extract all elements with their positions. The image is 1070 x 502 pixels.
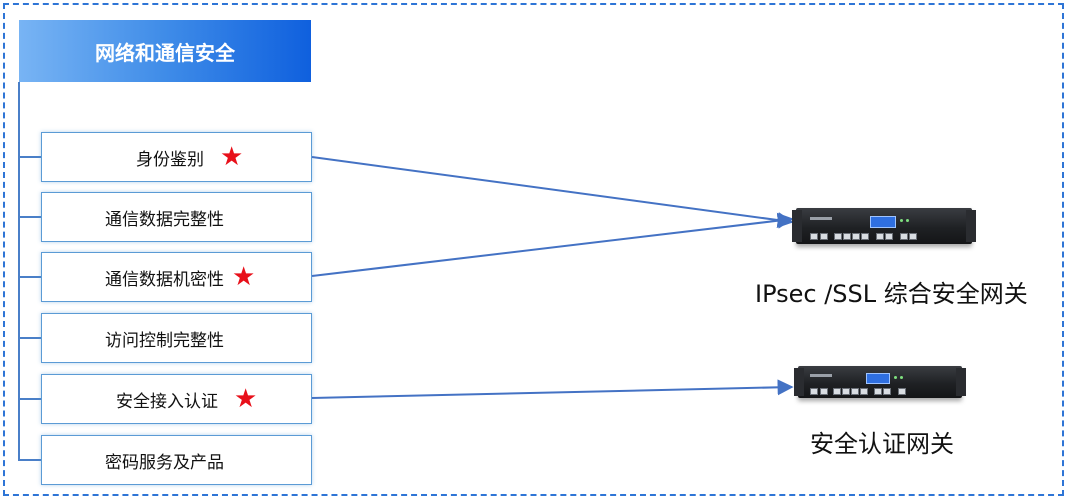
requirement-item-crypto-services: 密码服务及产品: [41, 435, 312, 485]
requirement-label: 身份鉴别: [136, 149, 204, 170]
arrow-confidentiality-to-gateway: [311, 212, 794, 277]
star-icon: ★: [234, 384, 258, 414]
requirement-label: 安全接入认证: [116, 391, 218, 412]
requirement-item-data-confidentiality: 通信数据机密性 ★: [41, 252, 312, 302]
requirement-item-secure-access-auth: 安全接入认证 ★: [41, 374, 312, 424]
gateway-caption: IPsec /SSL 综合安全网关: [755, 280, 1028, 308]
network-gateway-device-icon: [794, 366, 966, 398]
tree-spine: [18, 82, 20, 460]
tree-branch: [18, 337, 41, 339]
network-gateway-device-icon: [792, 208, 976, 244]
requirement-item-data-integrity: 通信数据完整性: [41, 192, 312, 242]
star-icon: ★: [220, 142, 244, 172]
requirement-item-identity-authentication: 身份鉴别 ★: [41, 132, 312, 182]
tree-branch: [18, 398, 41, 400]
requirement-item-access-control-integrity: 访问控制完整性: [41, 313, 312, 363]
tree-branch: [18, 276, 41, 278]
arrow-access-to-auth-gateway: [311, 379, 794, 399]
tree-branch: [18, 156, 41, 158]
section-title: 网络和通信安全: [19, 20, 311, 82]
requirement-label: 通信数据完整性: [105, 209, 224, 230]
arrow-identity-to-gateway: [311, 156, 794, 228]
requirement-label: 密码服务及产品: [105, 452, 224, 473]
diagram-frame: [3, 3, 1064, 496]
star-icon: ★: [232, 262, 256, 292]
auth-gateway-caption: 安全认证网关: [810, 430, 954, 458]
tree-branch: [18, 459, 41, 461]
requirement-label: 通信数据机密性: [105, 269, 224, 290]
requirement-label: 访问控制完整性: [105, 330, 224, 351]
tree-branch: [18, 216, 41, 218]
